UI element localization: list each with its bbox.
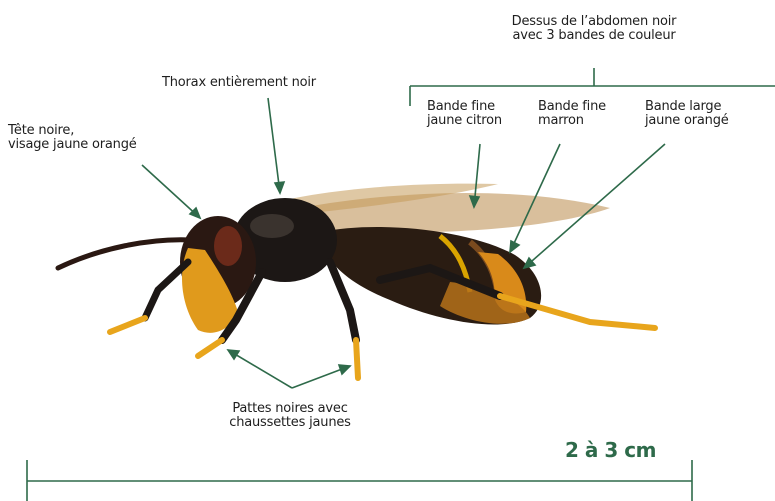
thorax-arrowhead (275, 182, 284, 193)
antenna (58, 240, 192, 268)
legs-label-line-1: Pattes noires avec (200, 402, 380, 416)
band-lemon-label-line-1: Bande fine (427, 100, 502, 114)
band-lemon-label-line-2: jaune citron (427, 114, 502, 128)
size-label: 2 à 3 cm (565, 438, 656, 462)
band-brown-arrowhead (510, 241, 519, 252)
thorax-label-line-1: Thorax entièrement noir (162, 76, 316, 90)
band-orange-label-line-2: jaune orangé (645, 114, 729, 128)
abdomen-label-line-1: Dessus de l’abdomen noir (478, 15, 710, 29)
legs-label: Pattes noires avec chaussettes jaunes (200, 402, 380, 430)
band-brown-label: Bande fine marron (538, 100, 606, 128)
front-leg-foot (110, 318, 145, 332)
head-arrow (142, 165, 200, 218)
thorax-arrow (268, 98, 280, 193)
mid-leg-foot (198, 340, 222, 356)
rear-leg-foot (356, 340, 358, 378)
band-orange-label-line-1: Bande large (645, 100, 729, 114)
band-orange-label: Bande large jaune orangé (645, 100, 729, 128)
abdomen-label: Dessus de l’abdomen noir avec 3 bandes d… (478, 15, 710, 43)
compound-eye (214, 226, 242, 266)
band-brown-label-line-2: marron (538, 114, 606, 128)
abdomen-label-line-2: avec 3 bandes de couleur (478, 29, 710, 43)
head-label: Tête noire, visage jaune orangé (8, 124, 137, 152)
thorax-sheen (250, 214, 294, 238)
head-label-line-2: visage jaune orangé (8, 138, 137, 152)
front-leg-upper (145, 262, 188, 318)
thorax-label: Thorax entièrement noir (162, 76, 316, 90)
band-brown-label-line-1: Bande fine (538, 100, 606, 114)
legs-arrowhead-right (339, 365, 350, 374)
legs-arrowhead-left (228, 350, 239, 359)
hornet-illustration (58, 184, 655, 378)
legs-arrow-left (228, 350, 292, 388)
band-lemon-label: Bande fine jaune citron (427, 100, 502, 128)
legs-label-line-2: chaussettes jaunes (200, 416, 380, 430)
head-label-line-1: Tête noire, (8, 124, 137, 138)
